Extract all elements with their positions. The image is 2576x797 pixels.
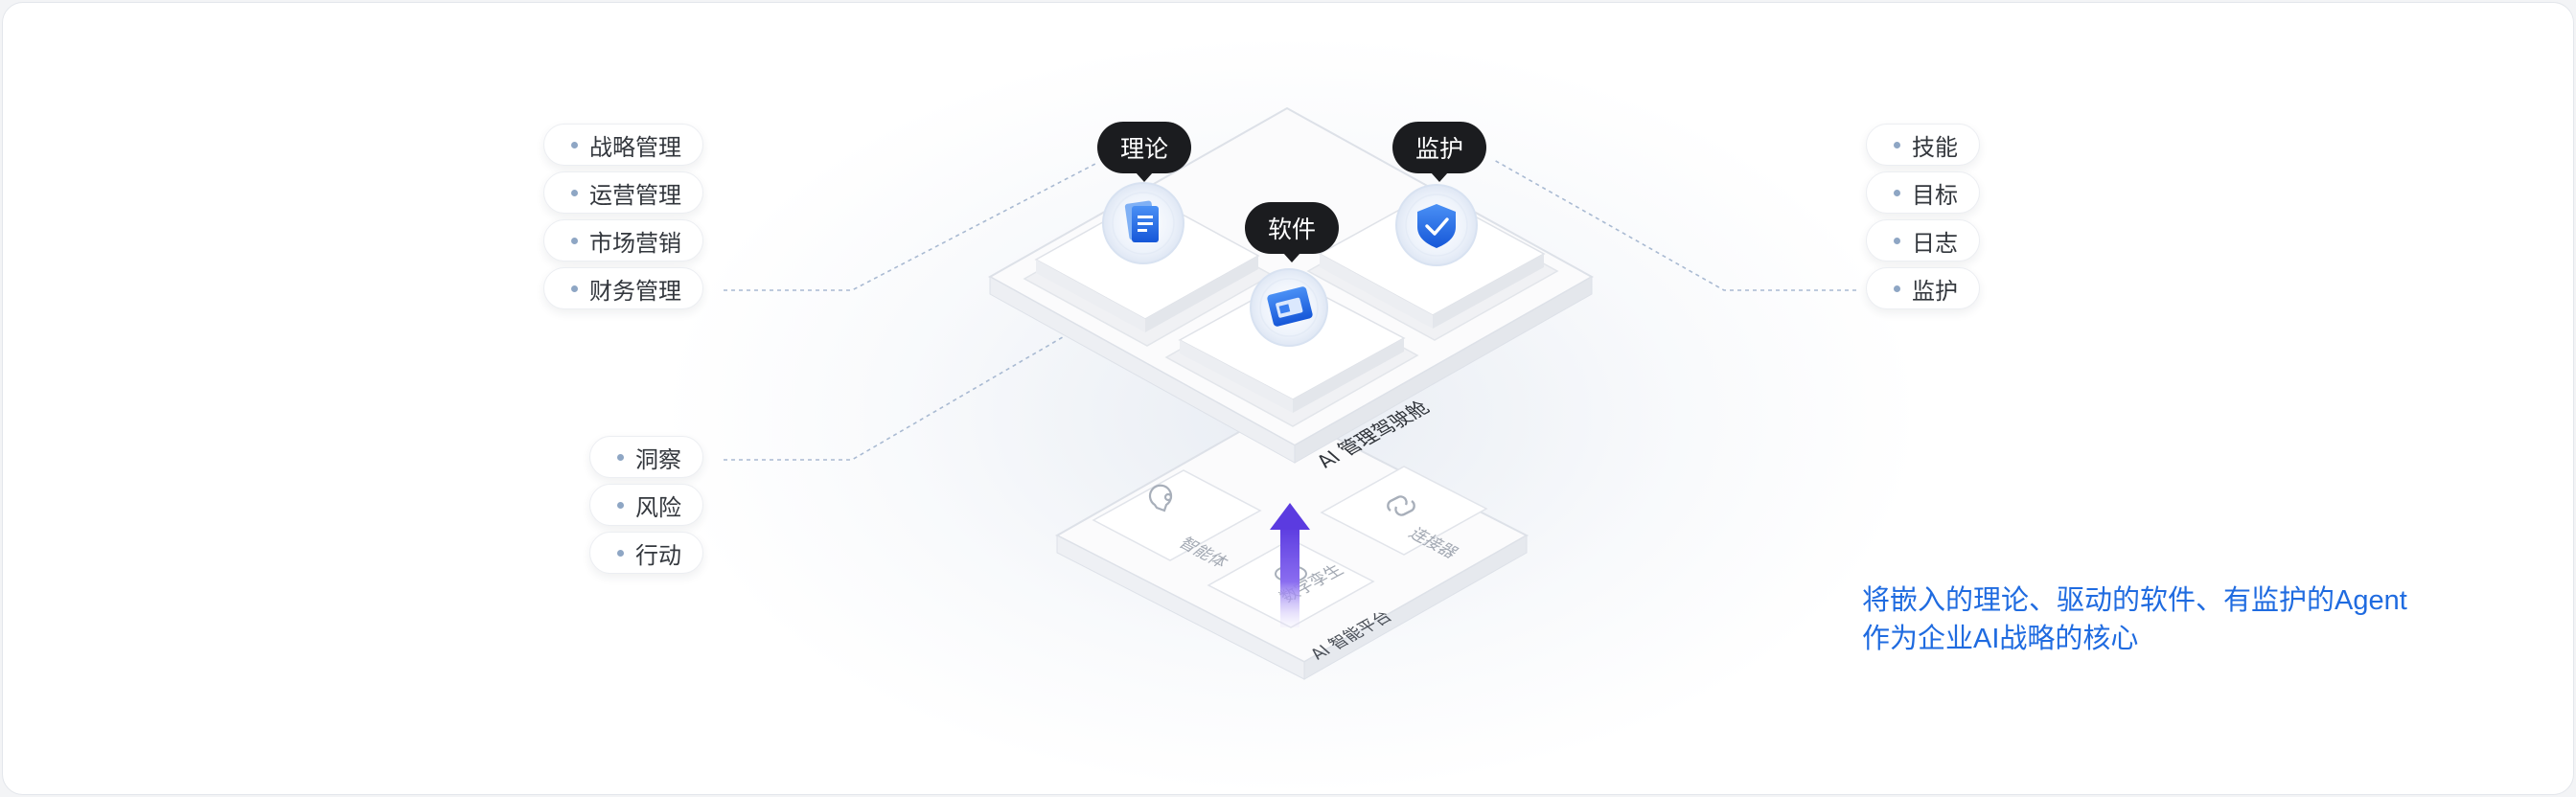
bullet-dot [571, 141, 578, 148]
architecture-diagram: 智能体 连接器 数字孪生 AI 智能平台 [724, 106, 1856, 680]
upward-arrow [1270, 503, 1310, 627]
slogan-line-1: 将嵌入的理论、驱动的软件、有监护的Agent [1862, 585, 2407, 616]
tag-label: 财务管理 [589, 278, 681, 305]
bubble-monitor: 监护 [1392, 122, 1487, 182]
tag-label: 风险 [635, 494, 681, 521]
bullet-dot [571, 189, 578, 196]
bullet-dot [617, 453, 624, 461]
tile-connector [1320, 466, 1488, 556]
tag-monitoring: 监护 [1866, 267, 1980, 309]
tag-action: 行动 [589, 532, 703, 574]
link-icon [1387, 495, 1415, 516]
slogan: 将嵌入的理论、驱动的软件、有监护的Agent 作为企业AI战略的核心 [1862, 581, 2475, 658]
bubble-software: 软件 [1245, 202, 1340, 262]
tag-goals: 目标 [1866, 171, 1980, 214]
tag-risk: 风险 [589, 484, 703, 526]
tag-label: 运营管理 [589, 182, 681, 209]
tag-strategy-management: 战略管理 [543, 124, 703, 166]
shield-check-icon [1395, 184, 1478, 266]
tag-label: 目标 [1912, 182, 1958, 209]
bullet-dot [1894, 285, 1900, 292]
document-icon [1102, 182, 1184, 264]
tag-marketing: 市场营销 [543, 219, 703, 262]
connector-lines [724, 159, 1856, 461]
tag-operations-management: 运营管理 [543, 171, 703, 214]
tag-label: 监护 [1912, 278, 1958, 305]
tag-skills: 技能 [1866, 124, 1980, 166]
bullet-dot [617, 549, 624, 557]
slogan-line-2: 作为企业AI战略的核心 [1862, 624, 2139, 654]
tag-finance-management: 财务管理 [543, 267, 703, 309]
tag-label: 市场营销 [589, 230, 681, 257]
tag-label: 行动 [635, 542, 681, 569]
bullet-dot [571, 285, 578, 292]
bullet-dot [571, 237, 578, 244]
connector-line-monitor [1493, 159, 1856, 291]
tag-label: 日志 [1912, 230, 1958, 257]
tag-label: 战略管理 [589, 134, 681, 161]
bullet-dot [617, 501, 624, 509]
tag-insight: 洞察 [589, 436, 703, 478]
bullet-dot [1894, 237, 1900, 244]
bubble-theory: 理论 [1097, 122, 1192, 182]
tag-label: 技能 [1912, 134, 1958, 161]
bullet-dot [1894, 189, 1900, 196]
tag-logs: 日志 [1866, 219, 1980, 262]
bullet-dot [1894, 141, 1900, 148]
browser-window-icon [1250, 268, 1328, 347]
robot-icon [1148, 484, 1173, 512]
tag-label: 洞察 [635, 446, 681, 473]
